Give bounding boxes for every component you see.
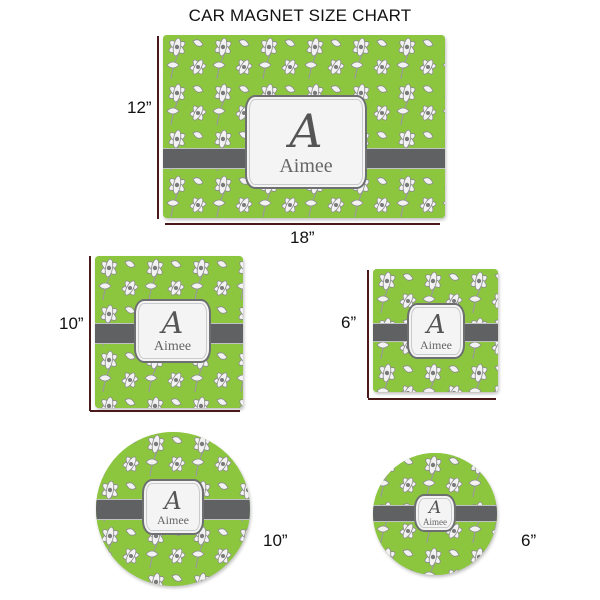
name-text: Aimee	[153, 338, 192, 354]
magnet-rectangle-18x12: A Aimee	[163, 35, 445, 218]
size-label-10: 10”	[263, 531, 288, 550]
name-plaque: A Aimee	[134, 299, 211, 363]
name-plaque: A Aimee	[245, 95, 367, 189]
name-text: Aimee	[420, 337, 452, 352]
width-dimension-line	[90, 410, 240, 412]
name-plaque: A Aimee	[414, 494, 456, 532]
name-plaque: A Aimee	[142, 479, 204, 535]
monogram: A	[289, 104, 323, 158]
height-label-12: 12”	[127, 98, 152, 117]
monogram: A	[428, 497, 442, 518]
height-dimension-line	[89, 256, 91, 411]
magnet-square-10: A Aimee	[95, 256, 243, 408]
monogram: A	[426, 309, 446, 340]
name-text: Aimee	[157, 512, 189, 527]
magnet-circle-6: A Aimee	[373, 453, 497, 575]
chart-title: CAR MAGNET SIZE CHART	[188, 6, 412, 25]
width-dimension-line	[165, 223, 440, 225]
width-label-18: 18”	[290, 228, 315, 247]
width-dimension-line	[368, 398, 496, 400]
monogram: A	[161, 305, 184, 341]
name-plaque: A Aimee	[407, 303, 465, 359]
size-label-6: 6”	[521, 531, 537, 550]
name-text: Aimee	[279, 155, 333, 177]
height-label-6: 6”	[341, 313, 357, 332]
height-label-10: 10”	[59, 314, 84, 333]
name-text: Aimee	[423, 516, 447, 527]
magnet-circle-10: A Aimee	[96, 432, 250, 586]
height-dimension-line	[367, 270, 369, 398]
magnet-square-6: A Aimee	[373, 269, 498, 392]
monogram: A	[164, 486, 182, 515]
height-dimension-line	[157, 36, 159, 219]
